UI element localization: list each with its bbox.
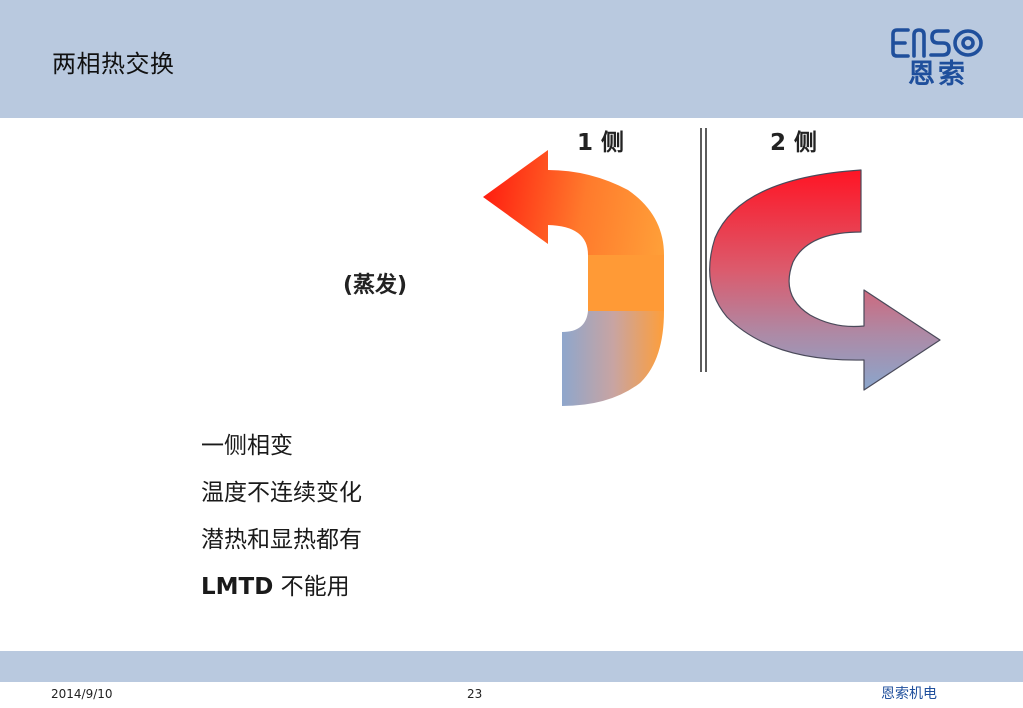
side-1-label: 1 侧 [577, 130, 625, 156]
bullet-text-strong: LMTD [201, 574, 274, 600]
slide-title: 两相热交换 [52, 50, 175, 78]
enso-logo-mark [891, 28, 983, 58]
side-2-label: 2 侧 [770, 130, 818, 156]
bullet-text: 潜热和显热都有 [201, 527, 362, 553]
footer-band [0, 651, 1023, 682]
footer-date: 2014/9/10 [51, 687, 113, 701]
side1-arrow-upper [483, 150, 664, 255]
header-band [0, 0, 1023, 118]
evaporation-label: (蒸发) [343, 273, 408, 298]
footer-company-name: 恩索机电 [881, 686, 937, 702]
page-number: 23 [467, 687, 483, 701]
bullet-list: 一侧相变 温度不连续变化 潜热和显热都有 LMTD 不能用 [201, 423, 362, 611]
bullet-item: 潜热和显热都有 [201, 517, 362, 564]
bullet-item: 一侧相变 [201, 423, 362, 470]
bullet-item: LMTD 不能用 [201, 564, 362, 611]
side1-arrow-lower [562, 311, 664, 406]
bullet-text: 一侧相变 [201, 433, 293, 459]
bullet-text: 不能用 [273, 574, 350, 600]
bullet-item: 温度不连续变化 [201, 470, 362, 517]
side2-arrow [709, 169, 941, 391]
company-logo: 恩索 [888, 26, 988, 94]
bullet-text: 温度不连续变化 [201, 480, 362, 506]
logo-chinese-text: 恩索 [908, 59, 968, 90]
side1-arrow-middle [588, 255, 664, 311]
